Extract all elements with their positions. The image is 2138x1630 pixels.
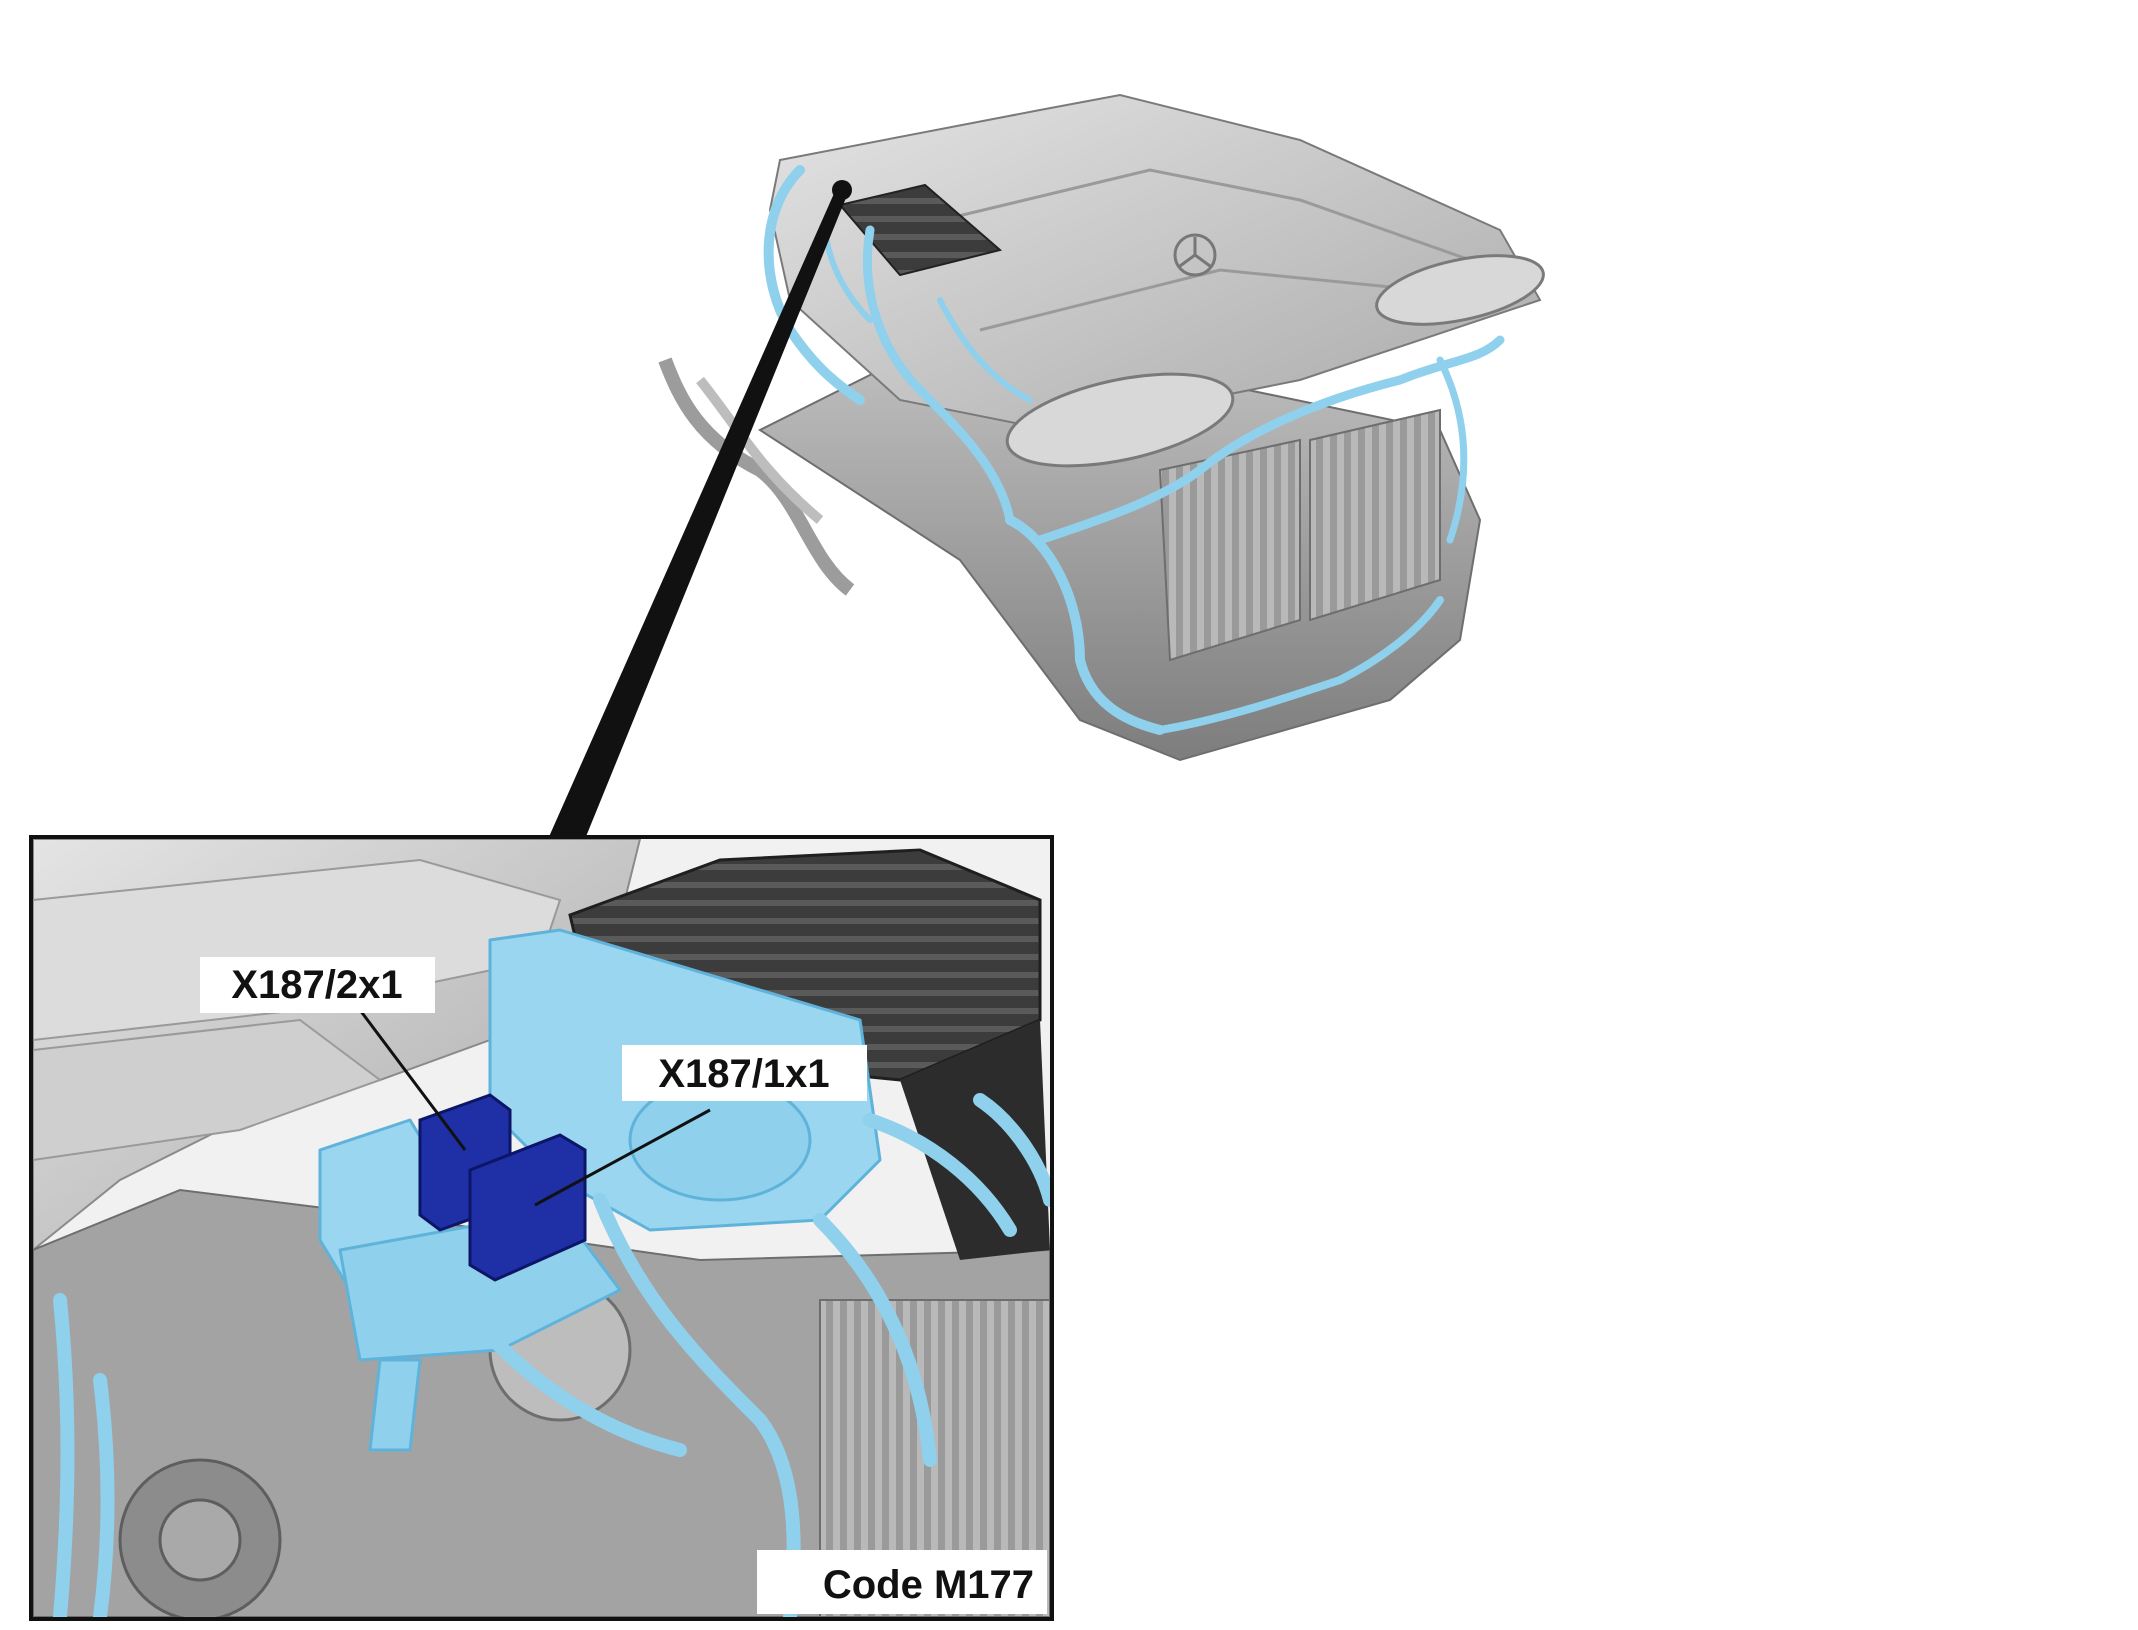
callout-label-x187-2x1: X187/2x1: [231, 963, 402, 1007]
code-label-text: Code M177: [823, 1563, 1034, 1607]
engine-overview: [658, 93, 1545, 762]
detail-inset-frame: [29, 835, 1054, 1621]
code-label-box: [757, 1550, 1047, 1614]
brand-emblem: [1173, 233, 1217, 277]
intake-duct-right: [1375, 254, 1545, 326]
callout-label-x187-1x1: X187/1x1: [658, 1052, 829, 1096]
intake-duct-left: [1005, 372, 1235, 468]
intercooler-left: [1158, 438, 1301, 662]
detail-inset: [33, 839, 1050, 1617]
leader-x187-1x1: [534, 1108, 711, 1207]
callout-box-x187-1x1: [622, 1045, 867, 1101]
connector-x187-1x1: [468, 1133, 587, 1282]
callout-x187-2x1: X187/2x1: [200, 957, 435, 1013]
intercooler-right: [1309, 408, 1441, 622]
engine-top-cover: [768, 93, 1542, 432]
code-label: Code M177: [757, 1550, 1047, 1614]
detail-pointer-leader: [548, 189, 848, 839]
callout-box-x187-2x1: [200, 957, 435, 1013]
left-pipe: [658, 357, 855, 596]
leader-x187-2x1: [358, 1009, 467, 1151]
callout-x187-1x1: X187/1x1: [622, 1045, 867, 1101]
engine-control-unit: [838, 183, 1003, 277]
wiring-harness-overview: [763, 165, 1505, 735]
